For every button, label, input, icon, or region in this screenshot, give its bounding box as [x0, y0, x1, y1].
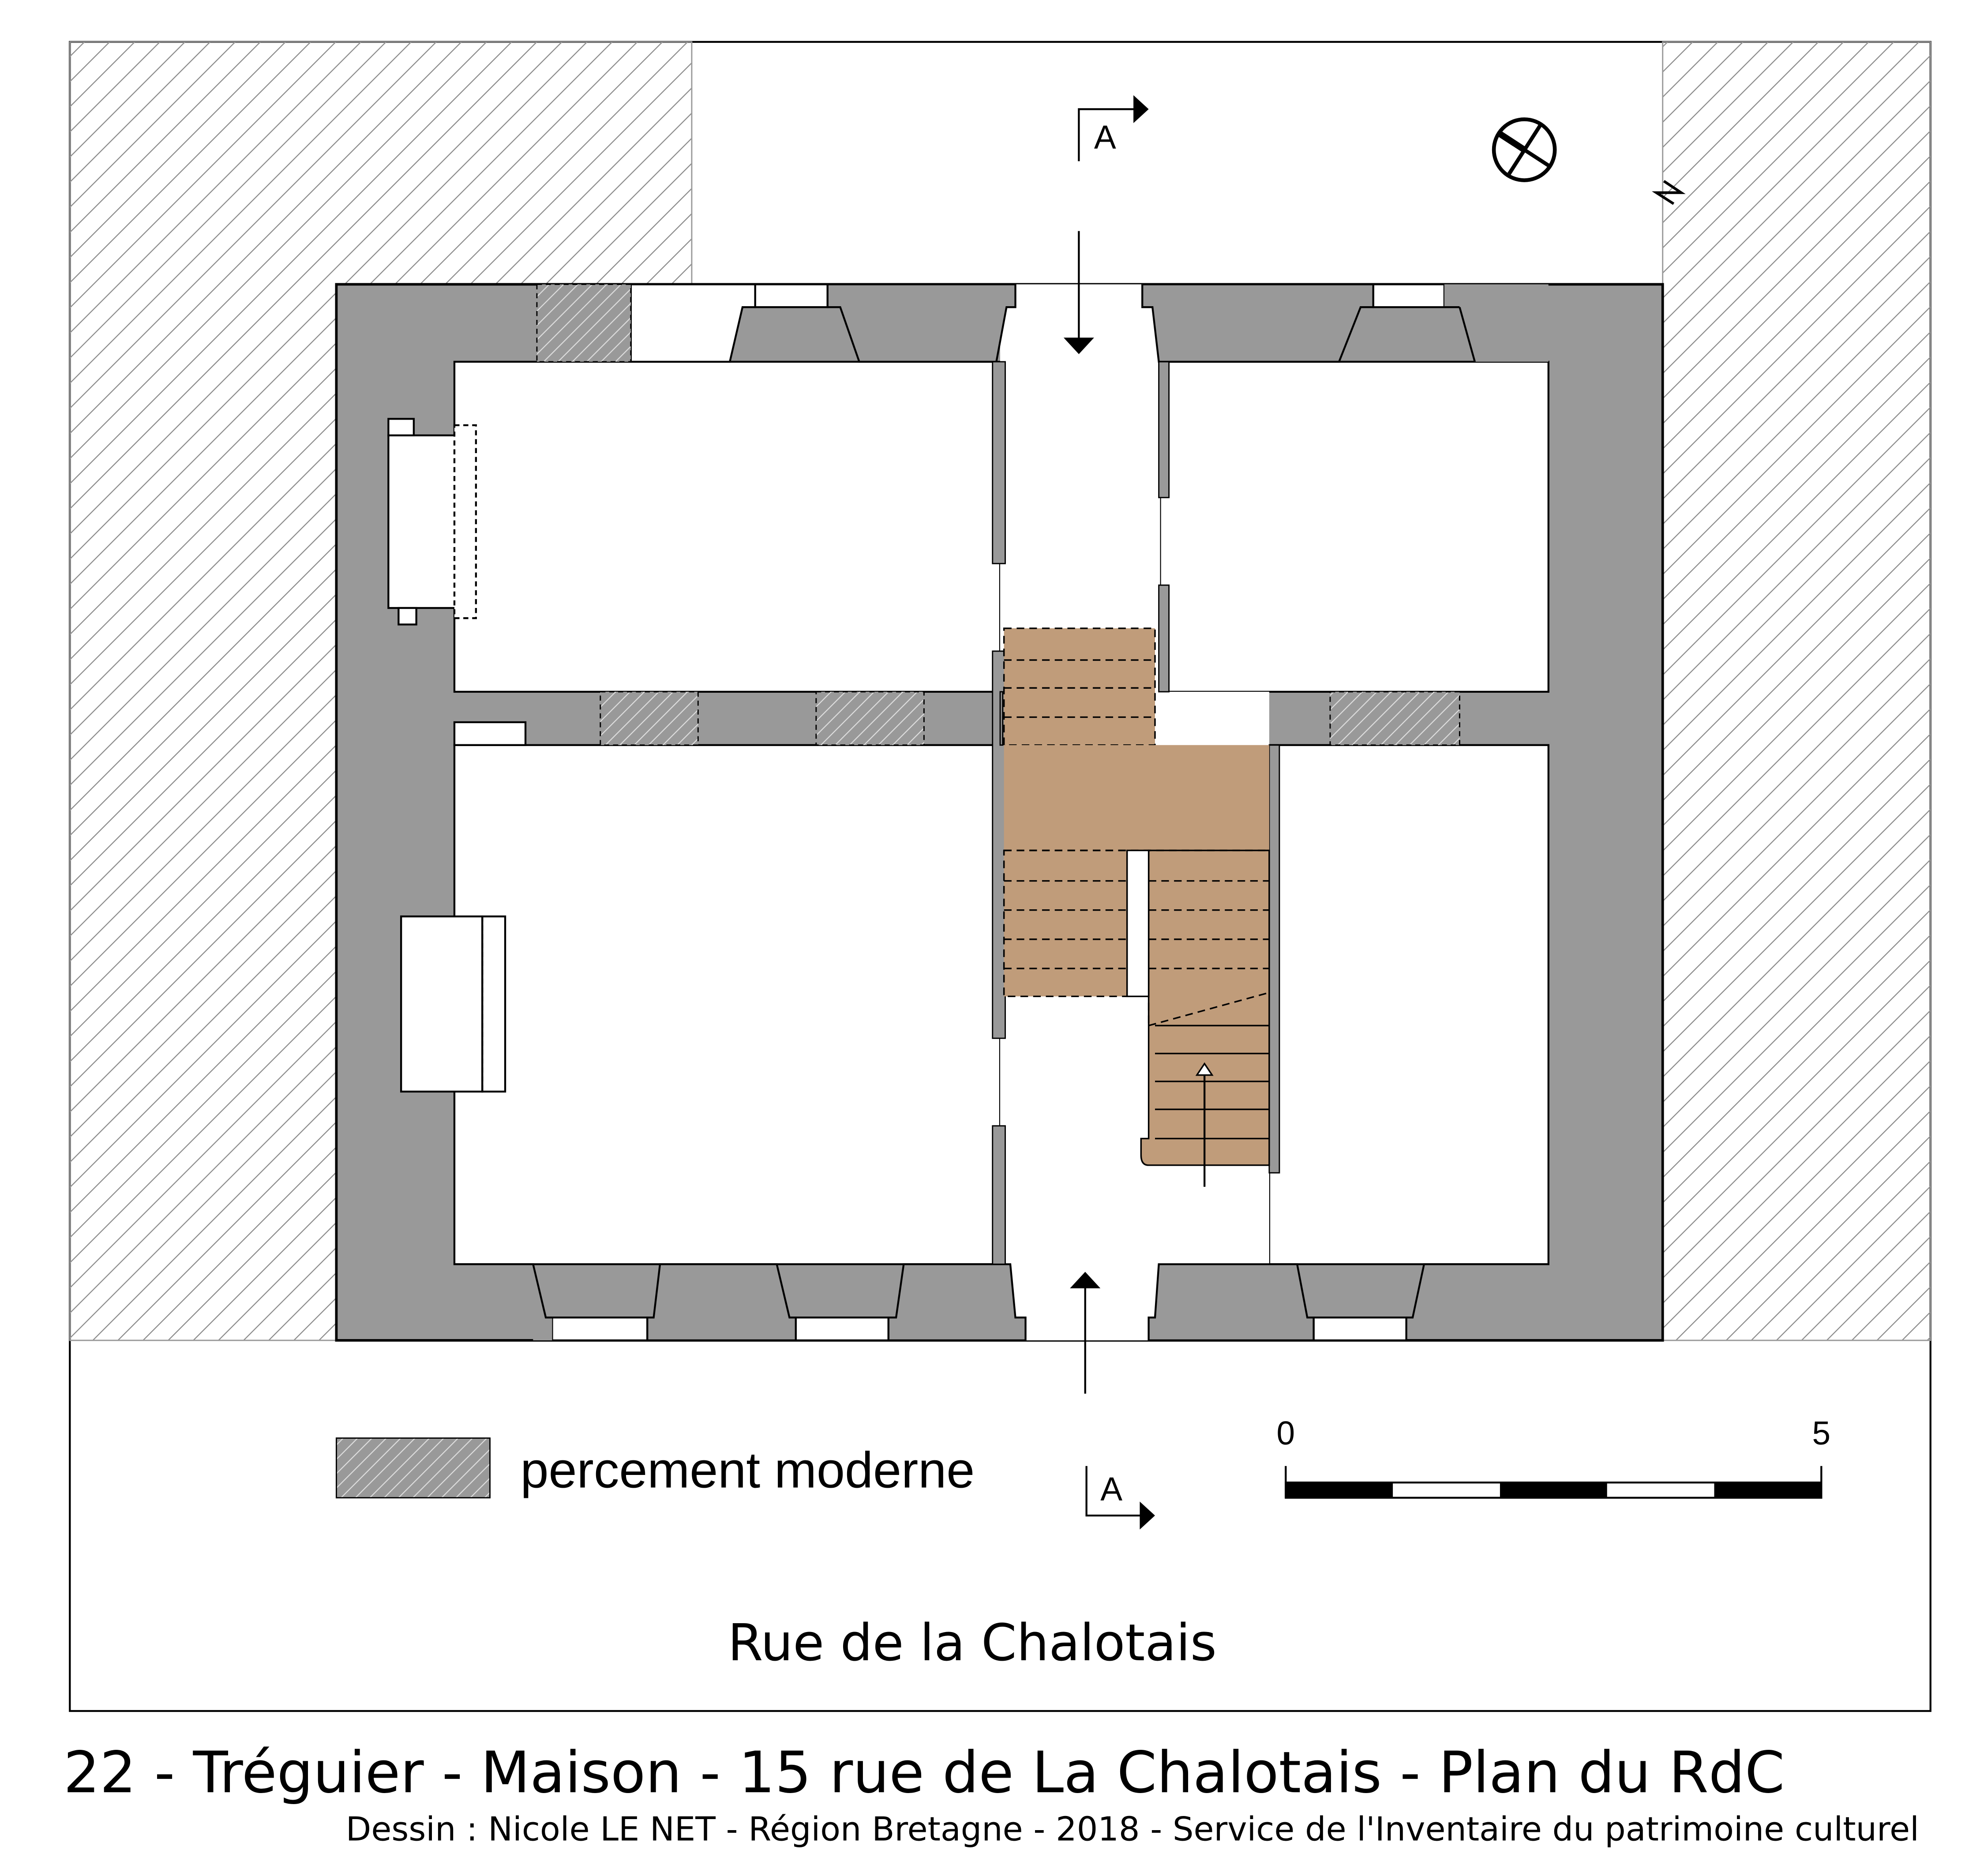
- windows-top: [630, 283, 1549, 363]
- fireplace-upper: [387, 434, 461, 609]
- room-top-right: [1159, 360, 1549, 693]
- room-top-left: [453, 360, 1001, 693]
- page-title: 22 - Tréguier - Maison - 15 rue de La Ch…: [64, 1739, 1785, 1806]
- partitions: [992, 361, 1280, 1265]
- north-arrow-icon: N: [0, 0, 1686, 205]
- staircase: [1003, 627, 1270, 1166]
- credit-line: Dessin : Nicole LE NET - Région Bretagne…: [346, 1810, 1919, 1848]
- windows-bottom: [454, 1263, 1549, 1342]
- legend-label: percement moderne: [521, 1442, 975, 1499]
- section-label-bottom: A: [1100, 1470, 1122, 1507]
- section-mark-top: A: [1078, 95, 1149, 161]
- scale-start-label: 0: [1277, 1415, 1295, 1452]
- entry-arrow-top-icon: [1063, 231, 1094, 354]
- section-mark-bottom: A: [1085, 1466, 1155, 1530]
- scale-bar: 0 5: [1277, 1415, 1831, 1499]
- entry-arrow-bottom-icon: [1070, 1272, 1101, 1394]
- fireplaces: [387, 418, 527, 1093]
- legend-swatch: [335, 1437, 491, 1499]
- stair-direction-arrow-icon: [1195, 1062, 1214, 1187]
- neighbour-parcel-right: [1662, 41, 1931, 1341]
- modern-openings: [600, 691, 1460, 746]
- modern-opening: [536, 283, 632, 363]
- street-name: Rue de la Chalotais: [728, 1613, 1217, 1673]
- rooms: [453, 284, 1549, 1340]
- room-bottom-right: [1268, 744, 1549, 1265]
- scale-end-label: 5: [1812, 1415, 1831, 1452]
- room-bottom-left: [453, 744, 1001, 1265]
- fireplace-lower: [400, 915, 484, 1093]
- section-label-top: A: [1094, 119, 1116, 156]
